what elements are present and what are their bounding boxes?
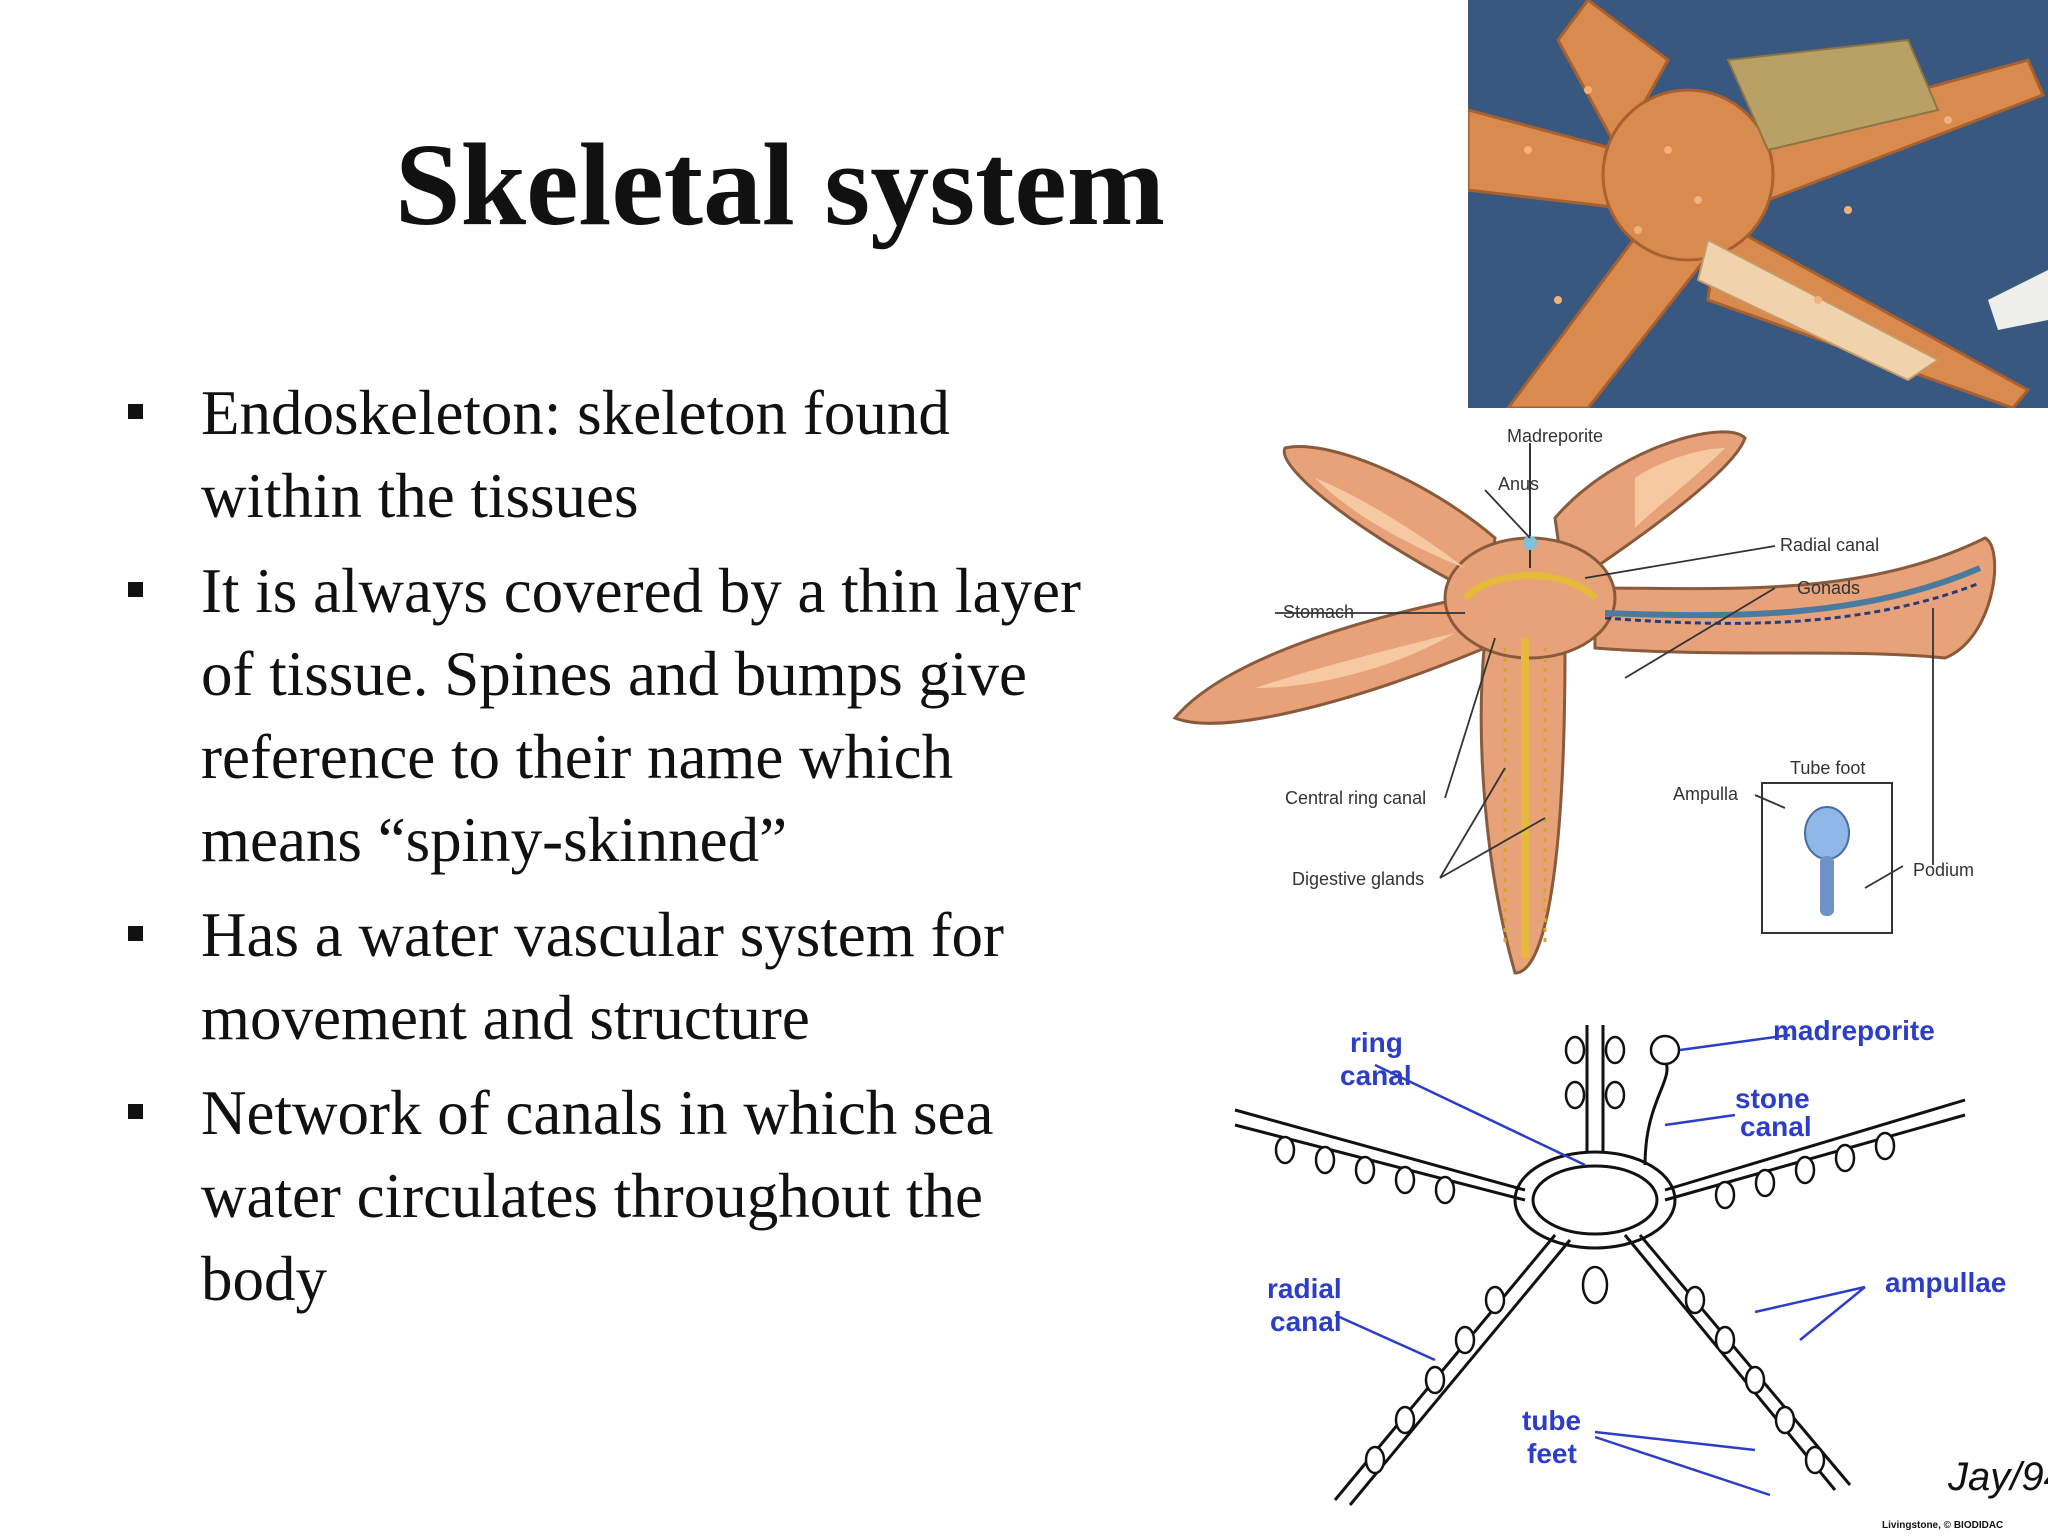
bullet-item: It is always covered by a thin layer of …	[128, 550, 1108, 882]
label-anus: Anus	[1498, 474, 1539, 494]
image-credit: Livingstone, © BIODIDAC	[1882, 1520, 2003, 1531]
label-stone: stone	[1735, 1083, 1810, 1114]
bullet-text: Network of canals in which sea water cir…	[201, 1078, 994, 1314]
square-bullet-icon	[128, 582, 143, 597]
label-tube: tube	[1522, 1405, 1581, 1436]
bullet-item: Has a water vascular system for movement…	[128, 894, 1108, 1060]
bullet-text: Endoskeleton: skeleton found within the …	[201, 378, 950, 531]
label-ring-canal: canal	[1340, 1060, 1412, 1091]
label-madreporite-vascular: madreporite	[1773, 1015, 1935, 1046]
bullet-text: Has a water vascular system for movement…	[201, 900, 1004, 1053]
label-central-ring-canal: Central ring canal	[1285, 788, 1426, 808]
square-bullet-icon	[128, 404, 143, 419]
slide-title: Skeletal system	[394, 119, 1166, 250]
water-vascular-diagram: ring canal madreporite stone canal radia…	[1234, 1015, 2048, 1531]
bullet-item: Endoskeleton: skeleton found within the …	[128, 372, 1108, 538]
label-gonads: Gonads	[1797, 578, 1860, 598]
starfish-anatomy-diagram: Madreporite Anus Radial canal Gonads Sto…	[1172, 426, 1997, 975]
label-radial: radial	[1267, 1273, 1342, 1304]
label-ampulla: Ampulla	[1673, 784, 1739, 804]
label-radial-canal: Radial canal	[1780, 535, 1879, 555]
starfish-photo	[1468, 0, 2048, 408]
artist-signature: Jay/94	[1947, 1455, 2048, 1499]
bullet-text: It is always covered by a thin layer of …	[201, 556, 1081, 875]
label-stone-canal: canal	[1740, 1111, 1812, 1142]
label-stomach: Stomach	[1283, 602, 1354, 622]
label-madreporite: Madreporite	[1507, 426, 1603, 446]
label-ring: ring	[1350, 1027, 1403, 1058]
label-ampullae: ampullae	[1885, 1267, 2006, 1298]
label-tube-foot: Tube foot	[1790, 758, 1865, 778]
bullet-list: Endoskeleton: skeleton found within the …	[128, 372, 1108, 1333]
label-digestive-glands: Digestive glands	[1292, 869, 1424, 889]
label-radial-canal-vascular: canal	[1270, 1306, 1342, 1337]
square-bullet-icon	[128, 1104, 143, 1119]
label-podium: Podium	[1913, 860, 1974, 880]
label-feet: feet	[1527, 1438, 1577, 1469]
bullet-item: Network of canals in which sea water cir…	[128, 1072, 1108, 1321]
square-bullet-icon	[128, 926, 143, 941]
